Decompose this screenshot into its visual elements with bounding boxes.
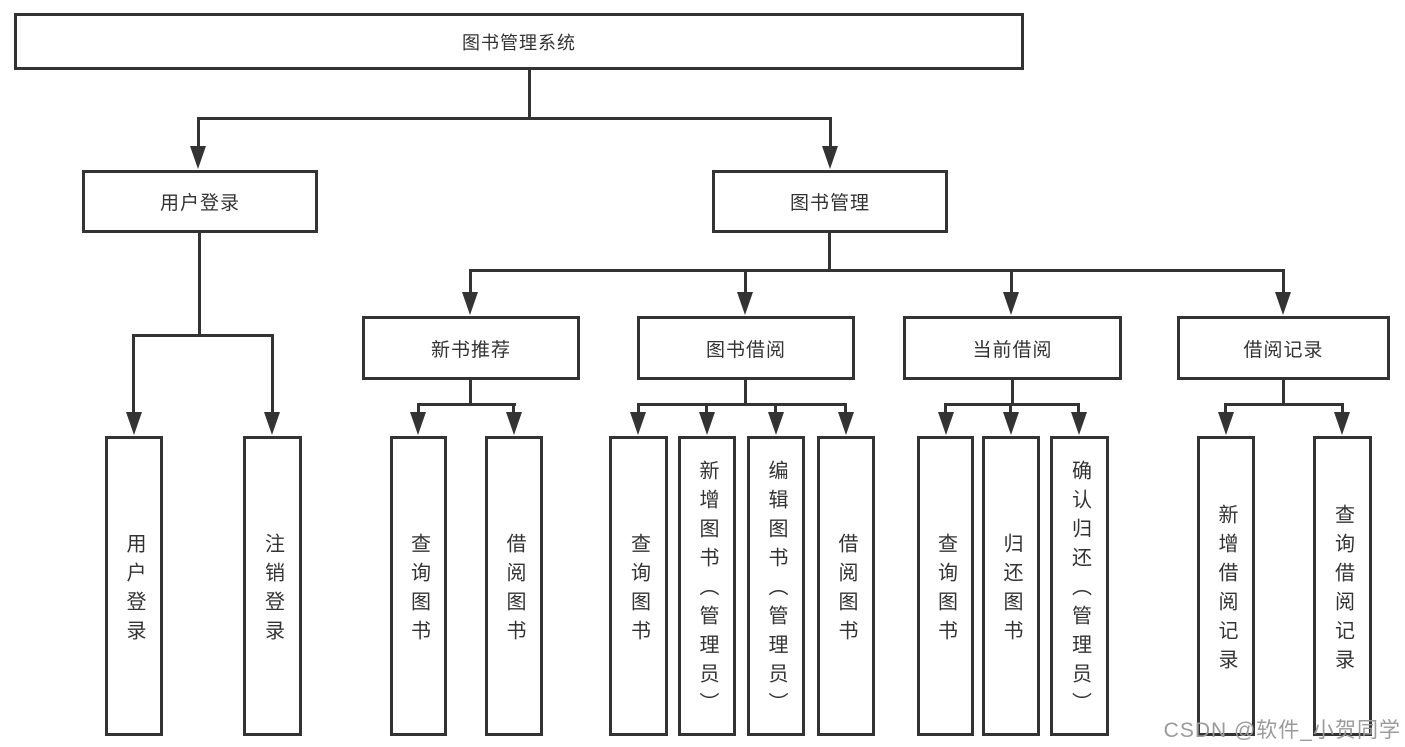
node-user-login: 用户登录	[82, 170, 318, 233]
node-label: 新增借阅记录	[1215, 503, 1237, 678]
connector-line	[469, 269, 472, 294]
node-label: 新书推荐	[430, 339, 511, 361]
node-label: 查询图书	[627, 532, 650, 649]
connector-line	[132, 334, 274, 337]
connector-line	[828, 233, 831, 272]
arrow-down-icon	[822, 146, 838, 169]
arrow-down-icon	[126, 412, 142, 435]
connector-line	[528, 70, 531, 118]
arrow-down-icon	[264, 412, 280, 435]
connector-line	[417, 403, 516, 406]
arrow-down-icon	[410, 412, 426, 435]
node-library-management-system: 图书管理系统	[14, 13, 1024, 70]
node-label: 当前借阅	[972, 339, 1053, 361]
node-leaf-logout: 注销登录	[243, 436, 302, 736]
arrow-down-icon	[190, 146, 206, 169]
connector-line	[197, 117, 200, 148]
node-label: 查询图书	[934, 532, 957, 649]
arrow-down-icon	[1071, 412, 1087, 435]
node-current-borrow: 当前借阅	[903, 316, 1122, 380]
connector-line	[774, 403, 777, 414]
node-leaf-add-borrow-record: 新增借阅记录	[1197, 436, 1255, 736]
connector-line	[1341, 403, 1344, 414]
connector-line	[469, 380, 472, 405]
node-leaf-confirm-return-admin: 确认归还（管理员）	[1050, 436, 1109, 736]
node-leaf-borrow-book-recommend: 借阅图书	[485, 436, 543, 736]
node-label: 注销登录	[261, 532, 284, 649]
node-leaf-borrow-book-borrow: 借阅图书	[817, 436, 875, 736]
connector-line	[844, 403, 847, 414]
connector-line	[705, 403, 708, 414]
node-label: 确认归还（管理员）	[1068, 460, 1091, 721]
arrow-down-icon	[938, 412, 954, 435]
connector-line	[944, 403, 1080, 406]
connector-line	[1224, 403, 1227, 414]
node-leaf-query-book-borrow: 查询图书	[609, 436, 668, 736]
node-label: 用户登录	[159, 193, 240, 214]
node-label: 借阅记录	[1243, 339, 1324, 361]
csdn-watermark: CSDN @软件_小贺同学	[1163, 719, 1401, 742]
arrow-down-icon	[737, 292, 753, 315]
connector-line	[512, 403, 515, 414]
connector-line	[469, 269, 1285, 272]
node-label: 归还图书	[1000, 532, 1022, 649]
node-label: 借阅图书	[503, 532, 525, 649]
connector-line	[637, 403, 640, 414]
node-leaf-query-borrow-record: 查询借阅记录	[1313, 436, 1372, 736]
arrow-down-icon	[462, 292, 478, 315]
node-book-management: 图书管理	[712, 170, 948, 233]
arrow-down-icon	[1003, 292, 1019, 315]
node-leaf-user-login: 用户登录	[105, 436, 163, 736]
arrow-down-icon	[838, 412, 854, 435]
connector-line	[744, 269, 747, 294]
arrow-down-icon	[1003, 412, 1019, 435]
connector-line	[1010, 269, 1013, 294]
arrow-down-icon	[1275, 292, 1291, 315]
connector-line	[1224, 403, 1344, 406]
connector-line	[417, 403, 420, 414]
connector-line	[1009, 403, 1012, 414]
node-leaf-return-book: 归还图书	[982, 436, 1040, 736]
connector-line	[944, 403, 947, 414]
connector-line	[637, 403, 847, 406]
arrow-down-icon	[768, 412, 784, 435]
arrow-down-icon	[699, 412, 715, 435]
node-label: 借阅图书	[835, 532, 857, 649]
arrow-down-icon	[630, 412, 646, 435]
node-leaf-query-book-recommend: 查询图书	[390, 436, 447, 736]
node-new-book-recommend: 新书推荐	[362, 316, 580, 380]
connector-line	[1011, 380, 1014, 405]
connector-line	[198, 233, 201, 336]
node-label: 图书管理系统	[462, 32, 576, 53]
connector-line	[1282, 380, 1285, 405]
arrow-down-icon	[506, 412, 522, 435]
node-leaf-add-book-admin: 新增图书（管理员）	[678, 436, 736, 736]
connector-line	[829, 117, 832, 148]
node-borrow-records: 借阅记录	[1177, 316, 1390, 380]
node-label: 查询借阅记录	[1331, 503, 1354, 678]
arrow-down-icon	[1218, 412, 1234, 435]
connector-line	[1077, 403, 1080, 414]
connector-line	[197, 117, 832, 120]
node-label: 图书管理	[789, 193, 870, 214]
connector-line	[1282, 269, 1285, 294]
node-leaf-query-book-current: 查询图书	[917, 436, 974, 736]
node-label: 图书借阅	[705, 339, 786, 361]
node-leaf-edit-book-admin: 编辑图书（管理员）	[747, 436, 805, 736]
node-book-borrow: 图书借阅	[637, 316, 855, 380]
connector-line	[132, 334, 135, 412]
node-label: 新增图书（管理员）	[696, 460, 718, 721]
connector-line	[271, 334, 274, 412]
arrow-down-icon	[1334, 412, 1350, 435]
node-label: 编辑图书（管理员）	[765, 460, 787, 721]
node-label: 用户登录	[123, 532, 145, 649]
connector-line	[744, 380, 747, 405]
node-label: 查询图书	[407, 532, 430, 649]
